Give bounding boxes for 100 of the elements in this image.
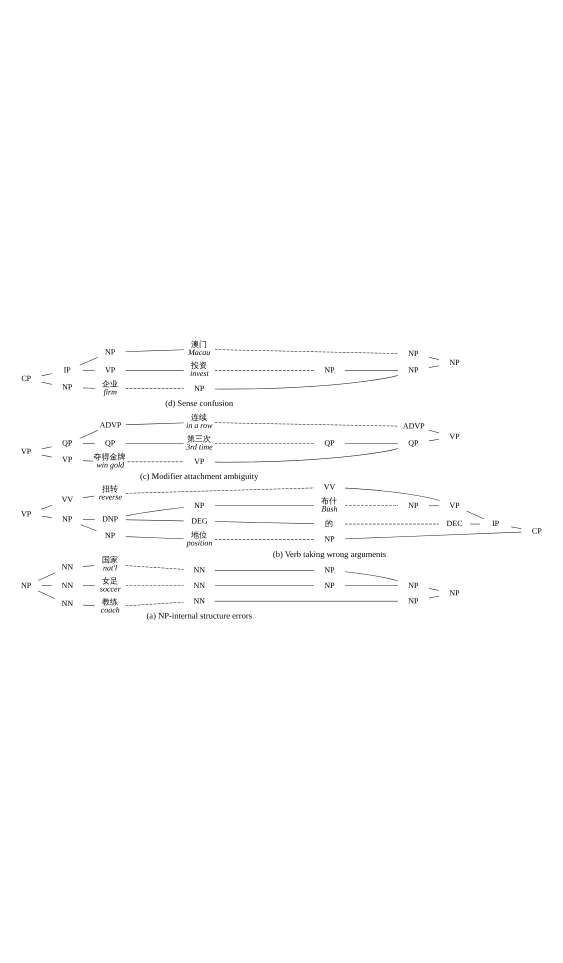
node-text: NP — [194, 500, 204, 510]
node-text: IP — [64, 366, 71, 375]
connector — [82, 565, 95, 567]
node-text: NP — [324, 534, 335, 544]
connector — [82, 370, 95, 371]
connector — [214, 349, 398, 354]
node-text: VP — [449, 432, 460, 441]
connector — [344, 488, 440, 501]
node-text: VV — [324, 482, 336, 492]
connector — [125, 422, 184, 426]
connector — [125, 602, 184, 606]
connector — [79, 357, 98, 366]
node-text: NP — [408, 348, 419, 358]
connector — [428, 366, 440, 368]
connector — [214, 448, 398, 462]
node-text: 澳门 Macau — [188, 340, 210, 358]
connector — [214, 422, 398, 426]
node-text: VP — [62, 455, 72, 464]
connector — [344, 572, 398, 582]
node-text: IP — [492, 519, 500, 528]
node-text: NP — [408, 366, 419, 375]
node-text: NP — [62, 382, 72, 392]
node-text: 布什 Bush — [321, 496, 338, 514]
node-text: 投资 invest — [190, 361, 209, 378]
connector — [125, 565, 184, 570]
connector — [82, 388, 95, 389]
node-text: NP — [449, 358, 460, 368]
node-text: CP — [21, 374, 32, 384]
node-text: CP — [532, 526, 542, 536]
node-text: NP — [62, 514, 72, 524]
node-text: 企业 firm — [102, 380, 118, 397]
connector — [125, 585, 184, 586]
node-text: NP — [324, 580, 335, 590]
connector — [125, 519, 184, 522]
connector — [344, 505, 398, 506]
connector — [82, 496, 95, 498]
connector — [428, 596, 440, 598]
connector — [214, 570, 314, 571]
label: (c) Modifier attachment ambiguity — [140, 471, 258, 482]
node-text: QP — [324, 438, 335, 448]
connector — [344, 585, 398, 586]
connector — [214, 539, 314, 540]
node-text: NP — [408, 500, 419, 510]
connector — [125, 370, 184, 371]
node-text: NP — [408, 580, 419, 590]
node-text: 教练 coach — [100, 598, 120, 615]
connector — [428, 356, 440, 360]
connector — [214, 375, 398, 390]
connector — [41, 585, 52, 586]
node-text: VP — [194, 456, 204, 466]
connector — [214, 505, 314, 506]
node-text: VP — [21, 447, 32, 456]
connector — [428, 430, 440, 434]
node-text: NP — [21, 580, 32, 590]
connector — [38, 572, 56, 581]
connector — [428, 588, 440, 591]
connector — [125, 388, 184, 389]
node-text: ADVP — [100, 420, 122, 430]
connector — [214, 521, 314, 524]
connector — [82, 604, 95, 606]
node-text: NP — [449, 588, 460, 598]
node-text: NP — [324, 366, 335, 375]
connector — [79, 430, 98, 439]
node-text: DNP — [102, 514, 118, 524]
node-text: QP — [408, 438, 419, 448]
connector — [82, 585, 95, 586]
node-text: VP — [105, 366, 116, 375]
node-text: NN — [62, 562, 74, 572]
connector — [125, 536, 184, 540]
connector — [428, 505, 440, 506]
node-text: NN — [194, 596, 206, 606]
node-text: NN — [62, 580, 74, 590]
node-text: QP — [105, 438, 116, 448]
node-text: NN — [194, 580, 206, 590]
connector — [125, 349, 184, 352]
connector — [82, 443, 95, 444]
label: (b) Verb taking wrong arguments — [272, 548, 386, 559]
label: (a) NP-internal structure errors — [146, 610, 252, 621]
node-text: DEG — [191, 516, 208, 526]
connector — [41, 516, 52, 518]
node-text: VP — [21, 509, 32, 518]
node-text: VP — [449, 500, 460, 510]
connector — [344, 532, 522, 540]
connector — [82, 460, 94, 462]
node-text: ADVP — [402, 422, 425, 430]
connector — [214, 585, 314, 586]
connector — [40, 504, 52, 510]
connector — [41, 373, 52, 376]
connector — [80, 524, 97, 532]
connector — [41, 454, 52, 458]
connector — [214, 370, 314, 371]
node-text: 国家 nat'l — [102, 555, 118, 572]
node-text: NP — [194, 384, 204, 393]
node-text: 女足 soccer — [100, 576, 121, 594]
node-text: NP — [105, 531, 116, 540]
connector — [38, 590, 56, 600]
connector — [428, 438, 440, 442]
node-text: 夺得金牌 win gold — [94, 452, 126, 470]
node-text: DEC — [446, 519, 463, 528]
connector — [466, 510, 484, 520]
